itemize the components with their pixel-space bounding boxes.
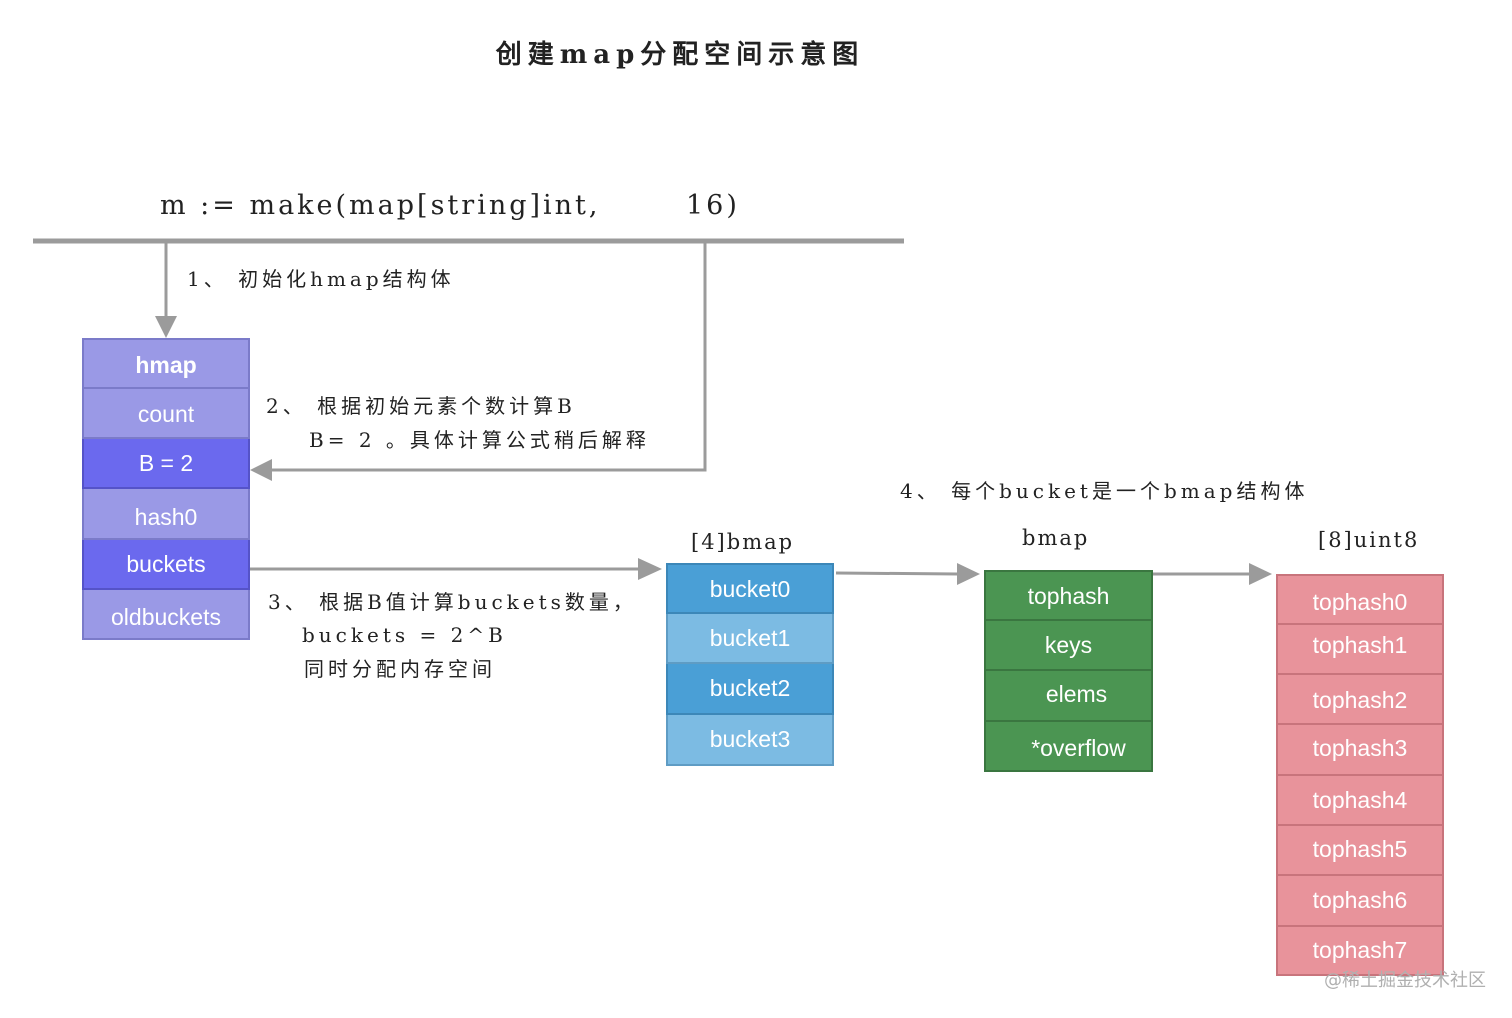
step1-arrowhead (155, 316, 177, 338)
tophash-array-caption: [8]uint8 (1318, 528, 1420, 552)
buckets-array-caption: [4]bmap (691, 530, 795, 554)
hmap-field-oldbuckets: oldbuckets (82, 590, 250, 640)
hmap-field-B: B = 2 (82, 439, 250, 489)
watermark: @稀土掘金技术社区 (1324, 970, 1486, 991)
step4-note: 4、 每个bucket是一个bmap结构体 (900, 479, 1309, 503)
tophash-item: tophash4 (1276, 776, 1444, 826)
step3-arrowhead (638, 558, 662, 580)
bmap-field-elems: elems (984, 671, 1153, 722)
diagram-title: 创建map分配空间示意图 (495, 40, 865, 70)
tophash-item: tophash1 (1276, 625, 1444, 675)
tophash-arrowhead (1249, 563, 1272, 585)
bucket-item: bucket2 (666, 664, 834, 715)
hmap-field-count: count (82, 389, 250, 439)
bucket-item: bucket0 (666, 563, 834, 614)
bmap-field-overflow: *overflow (984, 722, 1153, 772)
hmap-field-hash0: hash0 (82, 489, 250, 540)
bucket-item: bucket3 (666, 715, 834, 766)
bmap-field-tophash: tophash (984, 570, 1153, 621)
hmap-field-buckets: buckets (82, 540, 250, 590)
step2-arrowhead (250, 459, 272, 481)
step1-note: 1、 初始化hmap结构体 (187, 267, 455, 291)
step3-note-line3: 同时分配内存空间 (304, 657, 496, 681)
step4-arrowhead (957, 563, 980, 585)
step3-note-line1: 3、 根据B值计算buckets数量， (268, 590, 637, 614)
code-make-size-arg: 16) (686, 190, 740, 221)
tophash-item: tophash2 (1276, 675, 1444, 725)
tophash-item: tophash5 (1276, 826, 1444, 876)
step3-note-line2: buckets = 2^B (302, 623, 507, 647)
tophash-item: tophash7 (1276, 927, 1444, 976)
step4-arrow (835, 571, 959, 576)
step2-note-line1: 2、 根据初始元素个数计算B (266, 394, 576, 418)
tophash-item: tophash3 (1276, 725, 1444, 776)
tophash-item: tophash0 (1276, 574, 1444, 625)
step2-note-line2: B= 2 。具体计算公式稍后解释 (309, 428, 650, 452)
bucket-item: bucket1 (666, 614, 834, 664)
code-make-call: m := make(map[string]int, (160, 190, 601, 221)
tophash-item: tophash6 (1276, 876, 1444, 927)
hmap-header: hmap (82, 338, 250, 389)
step2-arrow (270, 243, 707, 472)
bmap-field-keys: keys (984, 621, 1153, 671)
bmap-caption: bmap (1022, 526, 1090, 550)
